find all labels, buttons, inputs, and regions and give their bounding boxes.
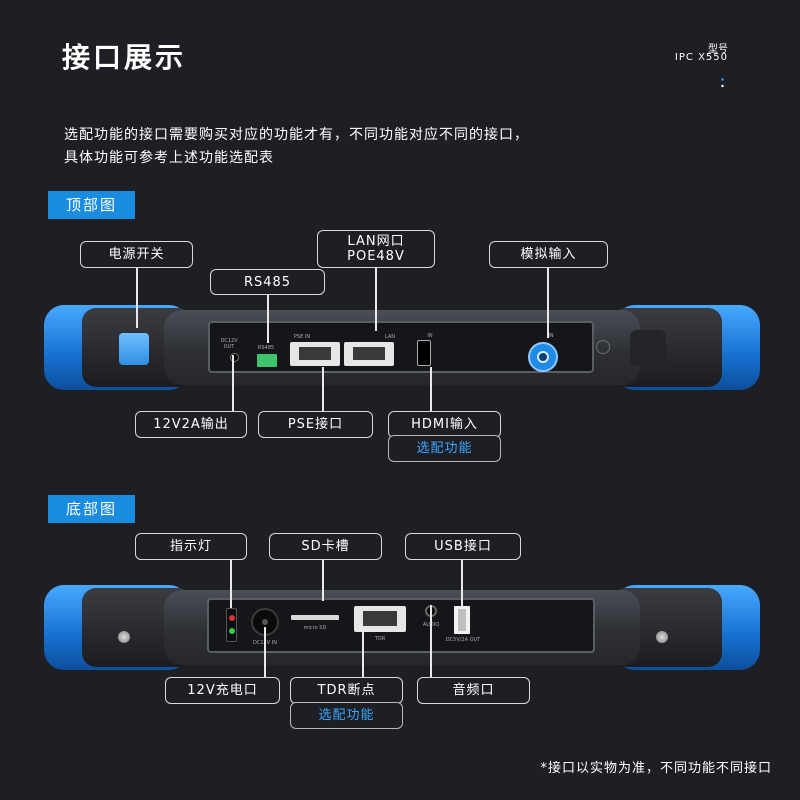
description: 选配功能的接口需要购买对应的功能才有，不同功能对应不同的接口， 具体功能可参考上… <box>64 124 754 170</box>
callout-indicator: 指示灯 <box>135 533 247 560</box>
callout-analog-input: 模拟输入 <box>489 241 608 268</box>
leader-tdr <box>362 627 364 678</box>
leader-charge <box>264 627 266 678</box>
callout-lan-line2: POE48V <box>347 249 405 264</box>
dc-out-port[interactable] <box>230 353 239 362</box>
lan-port[interactable] <box>344 342 394 366</box>
bottom-device: DC12V IN micro SD TDR AUDIO DC5V/2A OUT <box>44 585 760 670</box>
top-port-panel: DC12V OUT RS485 PSE IN LAN IN IN <box>208 321 594 373</box>
leader-pse <box>322 367 324 412</box>
leader-indicator <box>230 560 232 608</box>
sd-slot[interactable] <box>291 615 339 620</box>
pse-label: PSE IN <box>293 334 311 340</box>
leader-usb <box>461 560 463 606</box>
side-cover <box>630 330 666 366</box>
top-device: DC12V OUT RS485 PSE IN LAN IN IN <box>44 305 760 390</box>
callout-lan: LAN网口 POE48V <box>317 230 435 268</box>
callout-tdr: TDR断点 <box>290 677 403 704</box>
callout-usb: USB接口 <box>405 533 521 560</box>
top-view-tag: 顶部图 <box>48 191 136 219</box>
callout-power-switch: 电源开关 <box>80 241 193 268</box>
leader-lan <box>375 268 377 331</box>
callout-hdmi: HDMI输入 <box>388 411 501 438</box>
pse-port[interactable] <box>290 342 340 366</box>
callout-top-optional: 选配功能 <box>388 435 501 462</box>
sd-label: micro SD <box>303 625 327 631</box>
tdr-label: TDR <box>374 636 386 642</box>
usb-port[interactable] <box>454 606 470 634</box>
led-red-icon <box>229 615 235 621</box>
round-cap-icon <box>596 340 610 354</box>
callout-lan-line1: LAN网口 <box>347 234 405 249</box>
callout-bottom-optional: 选配功能 <box>290 702 403 729</box>
bnc-label: IN <box>548 333 554 339</box>
rs485-terminal[interactable] <box>257 354 277 367</box>
left-screw-icon <box>118 631 130 643</box>
callout-sd-slot: SD卡槽 <box>269 533 382 560</box>
dc-out-label: DC12V OUT <box>220 338 238 350</box>
callout-charge: 12V充电口 <box>165 677 280 704</box>
model-label: 型号 <box>708 44 728 55</box>
leader-sd-slot <box>322 560 324 601</box>
leader-12v-out <box>232 355 234 412</box>
leader-rs485 <box>267 295 269 343</box>
hdmi-port[interactable] <box>417 340 431 366</box>
lan-label: LAN <box>384 334 396 340</box>
leader-power-switch <box>136 268 138 328</box>
right-screw-icon <box>656 631 668 643</box>
description-line-2: 具体功能可参考上述功能选配表 <box>64 150 274 166</box>
footnote: *接口以实物为准，不同功能不同接口 <box>540 761 772 776</box>
callout-audio: 音频口 <box>417 677 530 704</box>
rs485-label: RS485 <box>257 345 275 351</box>
hdmi-label: IN <box>427 333 433 339</box>
led-green-icon <box>229 628 235 634</box>
indicator-leds <box>226 608 237 642</box>
leader-audio <box>430 605 432 678</box>
bottom-view-tag: 底部图 <box>48 495 136 523</box>
bottom-port-panel: DC12V IN micro SD TDR AUDIO DC5V/2A OUT <box>207 598 595 653</box>
leader-hdmi <box>430 367 432 412</box>
power-switch[interactable] <box>119 333 149 365</box>
page-title: 接口展示 <box>62 41 187 74</box>
bnc-port[interactable] <box>528 342 558 372</box>
usb-label: DC5V/2A OUT <box>445 637 481 643</box>
model-indicator-icon <box>721 78 724 88</box>
description-line-1: 选配功能的接口需要购买对应的功能才有，不同功能对应不同的接口， <box>64 127 529 143</box>
model-value: IPC X550 <box>674 52 728 63</box>
callout-12v-out: 12V2A输出 <box>135 411 247 438</box>
leader-analog-input <box>547 268 549 338</box>
callout-rs485: RS485 <box>210 269 325 295</box>
callout-pse: PSE接口 <box>258 411 373 438</box>
